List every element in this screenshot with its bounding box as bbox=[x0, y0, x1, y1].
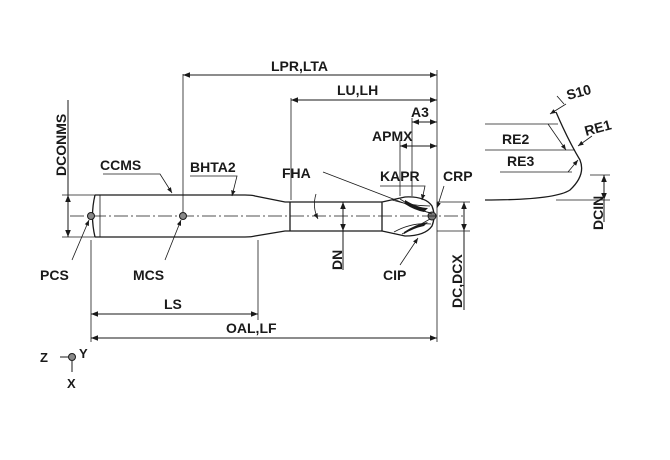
label-ls: LS bbox=[164, 296, 182, 312]
axis-x-label: X bbox=[67, 376, 76, 391]
label-pcs: PCS bbox=[40, 267, 69, 283]
pcs-point bbox=[87, 212, 95, 220]
label-leaders bbox=[71, 171, 445, 266]
label-dc-dcx: DC,DCX bbox=[449, 254, 465, 308]
label-re3: RE3 bbox=[507, 153, 534, 169]
label-lu-lh: LU,LH bbox=[337, 82, 378, 98]
label-oal-lf: OAL,LF bbox=[226, 320, 277, 336]
label-mcs: MCS bbox=[133, 267, 164, 283]
axis-z-label: Z bbox=[40, 350, 48, 365]
label-kapr: KAPR bbox=[380, 168, 420, 184]
label-bhta2: BHTA2 bbox=[190, 159, 236, 175]
label-lpr-lta: LPR,LTA bbox=[271, 58, 328, 74]
label-ccms: CCMS bbox=[100, 157, 141, 173]
corner-radius-detail bbox=[484, 95, 610, 222]
label-dconms: DCONMS bbox=[53, 114, 69, 176]
label-re1: RE1 bbox=[583, 116, 614, 139]
label-cip: CIP bbox=[383, 267, 406, 283]
label-crp: CRP bbox=[443, 168, 473, 184]
label-s10: S10 bbox=[565, 81, 593, 103]
label-re2: RE2 bbox=[502, 131, 529, 147]
label-a3: A3 bbox=[411, 104, 429, 120]
label-dcin: DCIN bbox=[590, 196, 606, 230]
label-apmx: APMX bbox=[372, 128, 413, 144]
coordinate-system: Z Y X bbox=[40, 346, 88, 391]
axis-y-label: Y bbox=[79, 346, 88, 361]
label-fha: FHA bbox=[282, 165, 311, 181]
mcs-point bbox=[179, 212, 187, 220]
label-dn: DN bbox=[329, 250, 345, 270]
